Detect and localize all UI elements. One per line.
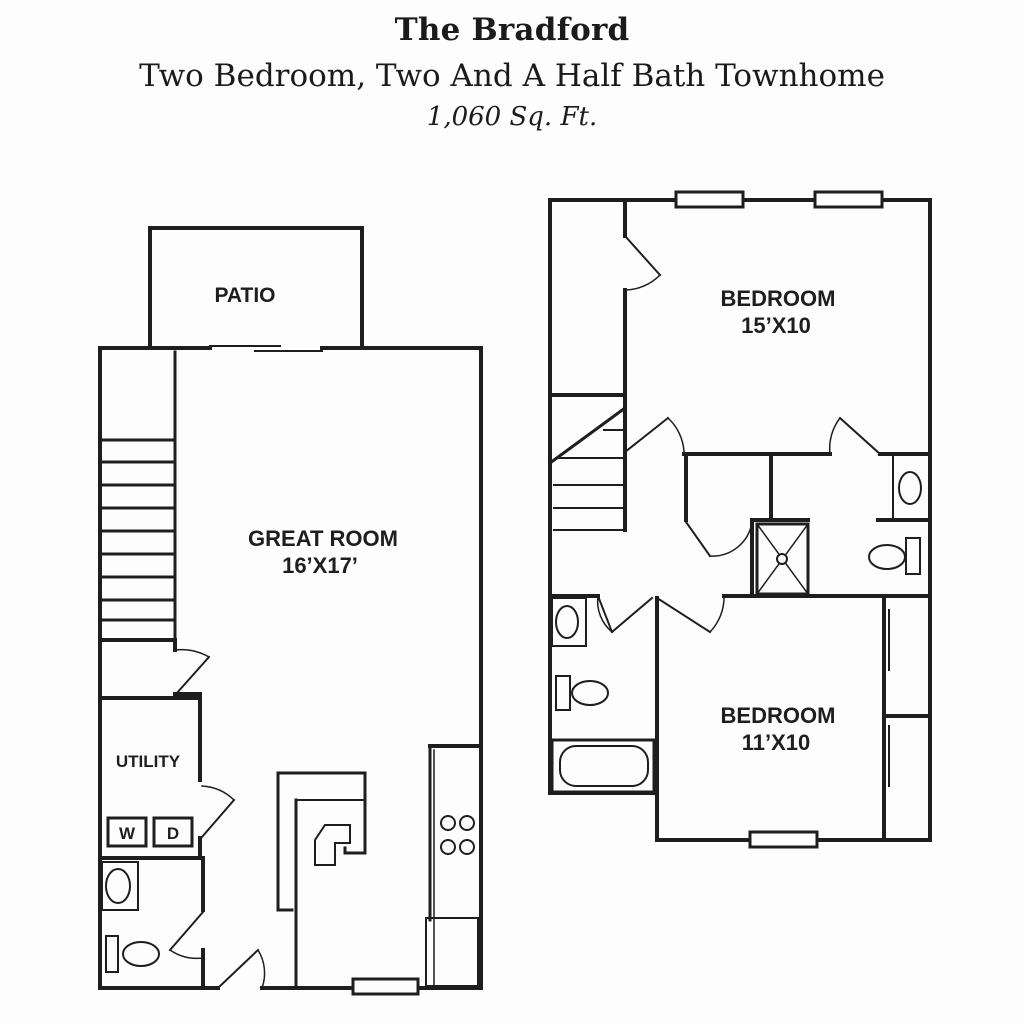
dryer-label: D [167,824,179,843]
bedroom-2-label: BEDROOM [721,703,836,728]
window [748,830,819,849]
stairs [98,350,177,642]
patio-label: PATIO [214,284,275,307]
shower [755,522,810,596]
second-floor [547,190,932,849]
bedroom-2-size: 11’X10 [742,730,811,755]
sink [105,868,131,904]
kitchen [425,744,483,987]
washer-label: W [119,824,136,843]
bedroom-1-label: BEDROOM [721,286,836,311]
bedroom-1-size: 15’X10 [741,313,811,338]
bedroom-1-walls [548,198,932,532]
refrigerator [425,917,479,987]
window [813,190,884,209]
entry-door [216,948,266,990]
great-room-label: GREAT ROOM [248,526,398,551]
sliding-door [148,345,364,352]
window [674,190,745,209]
dryer [152,816,194,848]
plan-area: 1,060 Sq. Ft. [426,102,598,132]
utility-room [98,696,236,860]
stair-closet [98,638,211,700]
toilet [122,941,160,967]
utility-label: UTILITY [116,752,181,771]
hall-bath [548,594,656,794]
plan-subtitle: Two Bedroom, Two And A Half Bath Townhom… [139,58,885,94]
stairs-upper [547,405,628,531]
bathtub [550,738,656,794]
toilet-tank [105,935,119,973]
exterior-walls [98,346,483,990]
plan-title: The Bradford [394,12,630,48]
bedroom-2-walls [655,594,932,842]
half-bath [101,856,205,990]
kitchen-island [276,771,367,987]
washer [106,816,148,848]
window [351,977,420,996]
first-floor [98,226,483,996]
patio [148,226,364,350]
master-bath [868,453,932,575]
vanity [101,861,139,911]
linen-closet [684,452,810,598]
great-room-size: 16’X17’ [282,553,358,578]
